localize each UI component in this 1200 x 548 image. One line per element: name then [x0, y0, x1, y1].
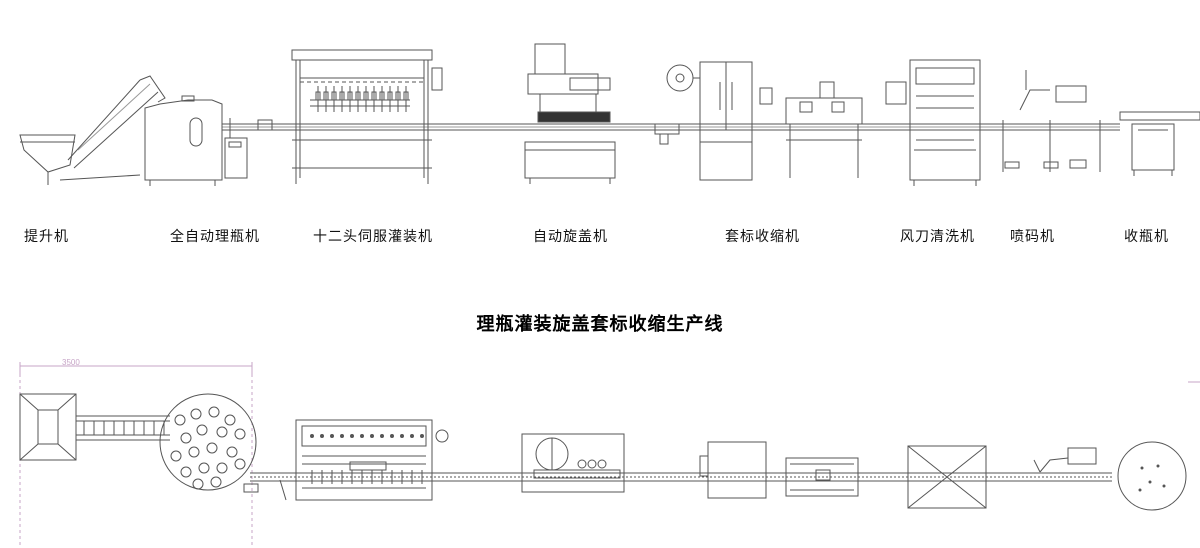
elevator-belt-plan [76, 416, 170, 440]
bottle-collector-icon [1132, 124, 1174, 176]
machine-label-filler: 十二头伺服灌装机 [313, 229, 433, 245]
sleeve-plan [700, 442, 858, 498]
machine-label-airknife: 风刀清洗机 [900, 229, 975, 245]
conveyor-bottom [250, 473, 1112, 481]
machine-label-collector: 收瓶机 [1124, 229, 1169, 245]
diagram-title: 理瓶灌装旋盖套标收缩生产线 [476, 314, 724, 335]
dimension-line [20, 362, 1200, 548]
sleeve-shrink-icon [667, 62, 862, 180]
machine-label-capper: 自动旋盖机 [533, 229, 608, 245]
machine-label-elevator: 提升机 [24, 229, 69, 245]
machine-label-sleeve: 套标收缩机 [725, 229, 800, 245]
collector-plan [1118, 442, 1186, 510]
machine-label-coder: 喷码机 [1010, 229, 1055, 245]
bottle-elevator-icon [20, 76, 165, 185]
inkjet-coder-icon [1003, 70, 1100, 172]
dimension-label: 3500 [62, 358, 80, 367]
capper-plan [522, 434, 624, 492]
elevator-hopper-plan [20, 394, 76, 460]
machine-label-unscrambler: 全自动理瓶机 [170, 229, 260, 245]
air-knife-plan [908, 446, 986, 508]
coder-plan [1034, 448, 1096, 472]
air-knife-icon [886, 60, 980, 186]
filler-plan-dots [311, 435, 424, 485]
unscrambler-disk-plan [160, 394, 258, 492]
bottle-unscrambler-icon [145, 96, 272, 186]
filler-plan [280, 420, 448, 500]
disk-bottles [171, 407, 245, 489]
capping-machine-icon [525, 44, 679, 184]
conveyor-top [222, 112, 1200, 130]
filler-nozzles [316, 86, 408, 112]
servo-filler-icon [292, 50, 442, 184]
